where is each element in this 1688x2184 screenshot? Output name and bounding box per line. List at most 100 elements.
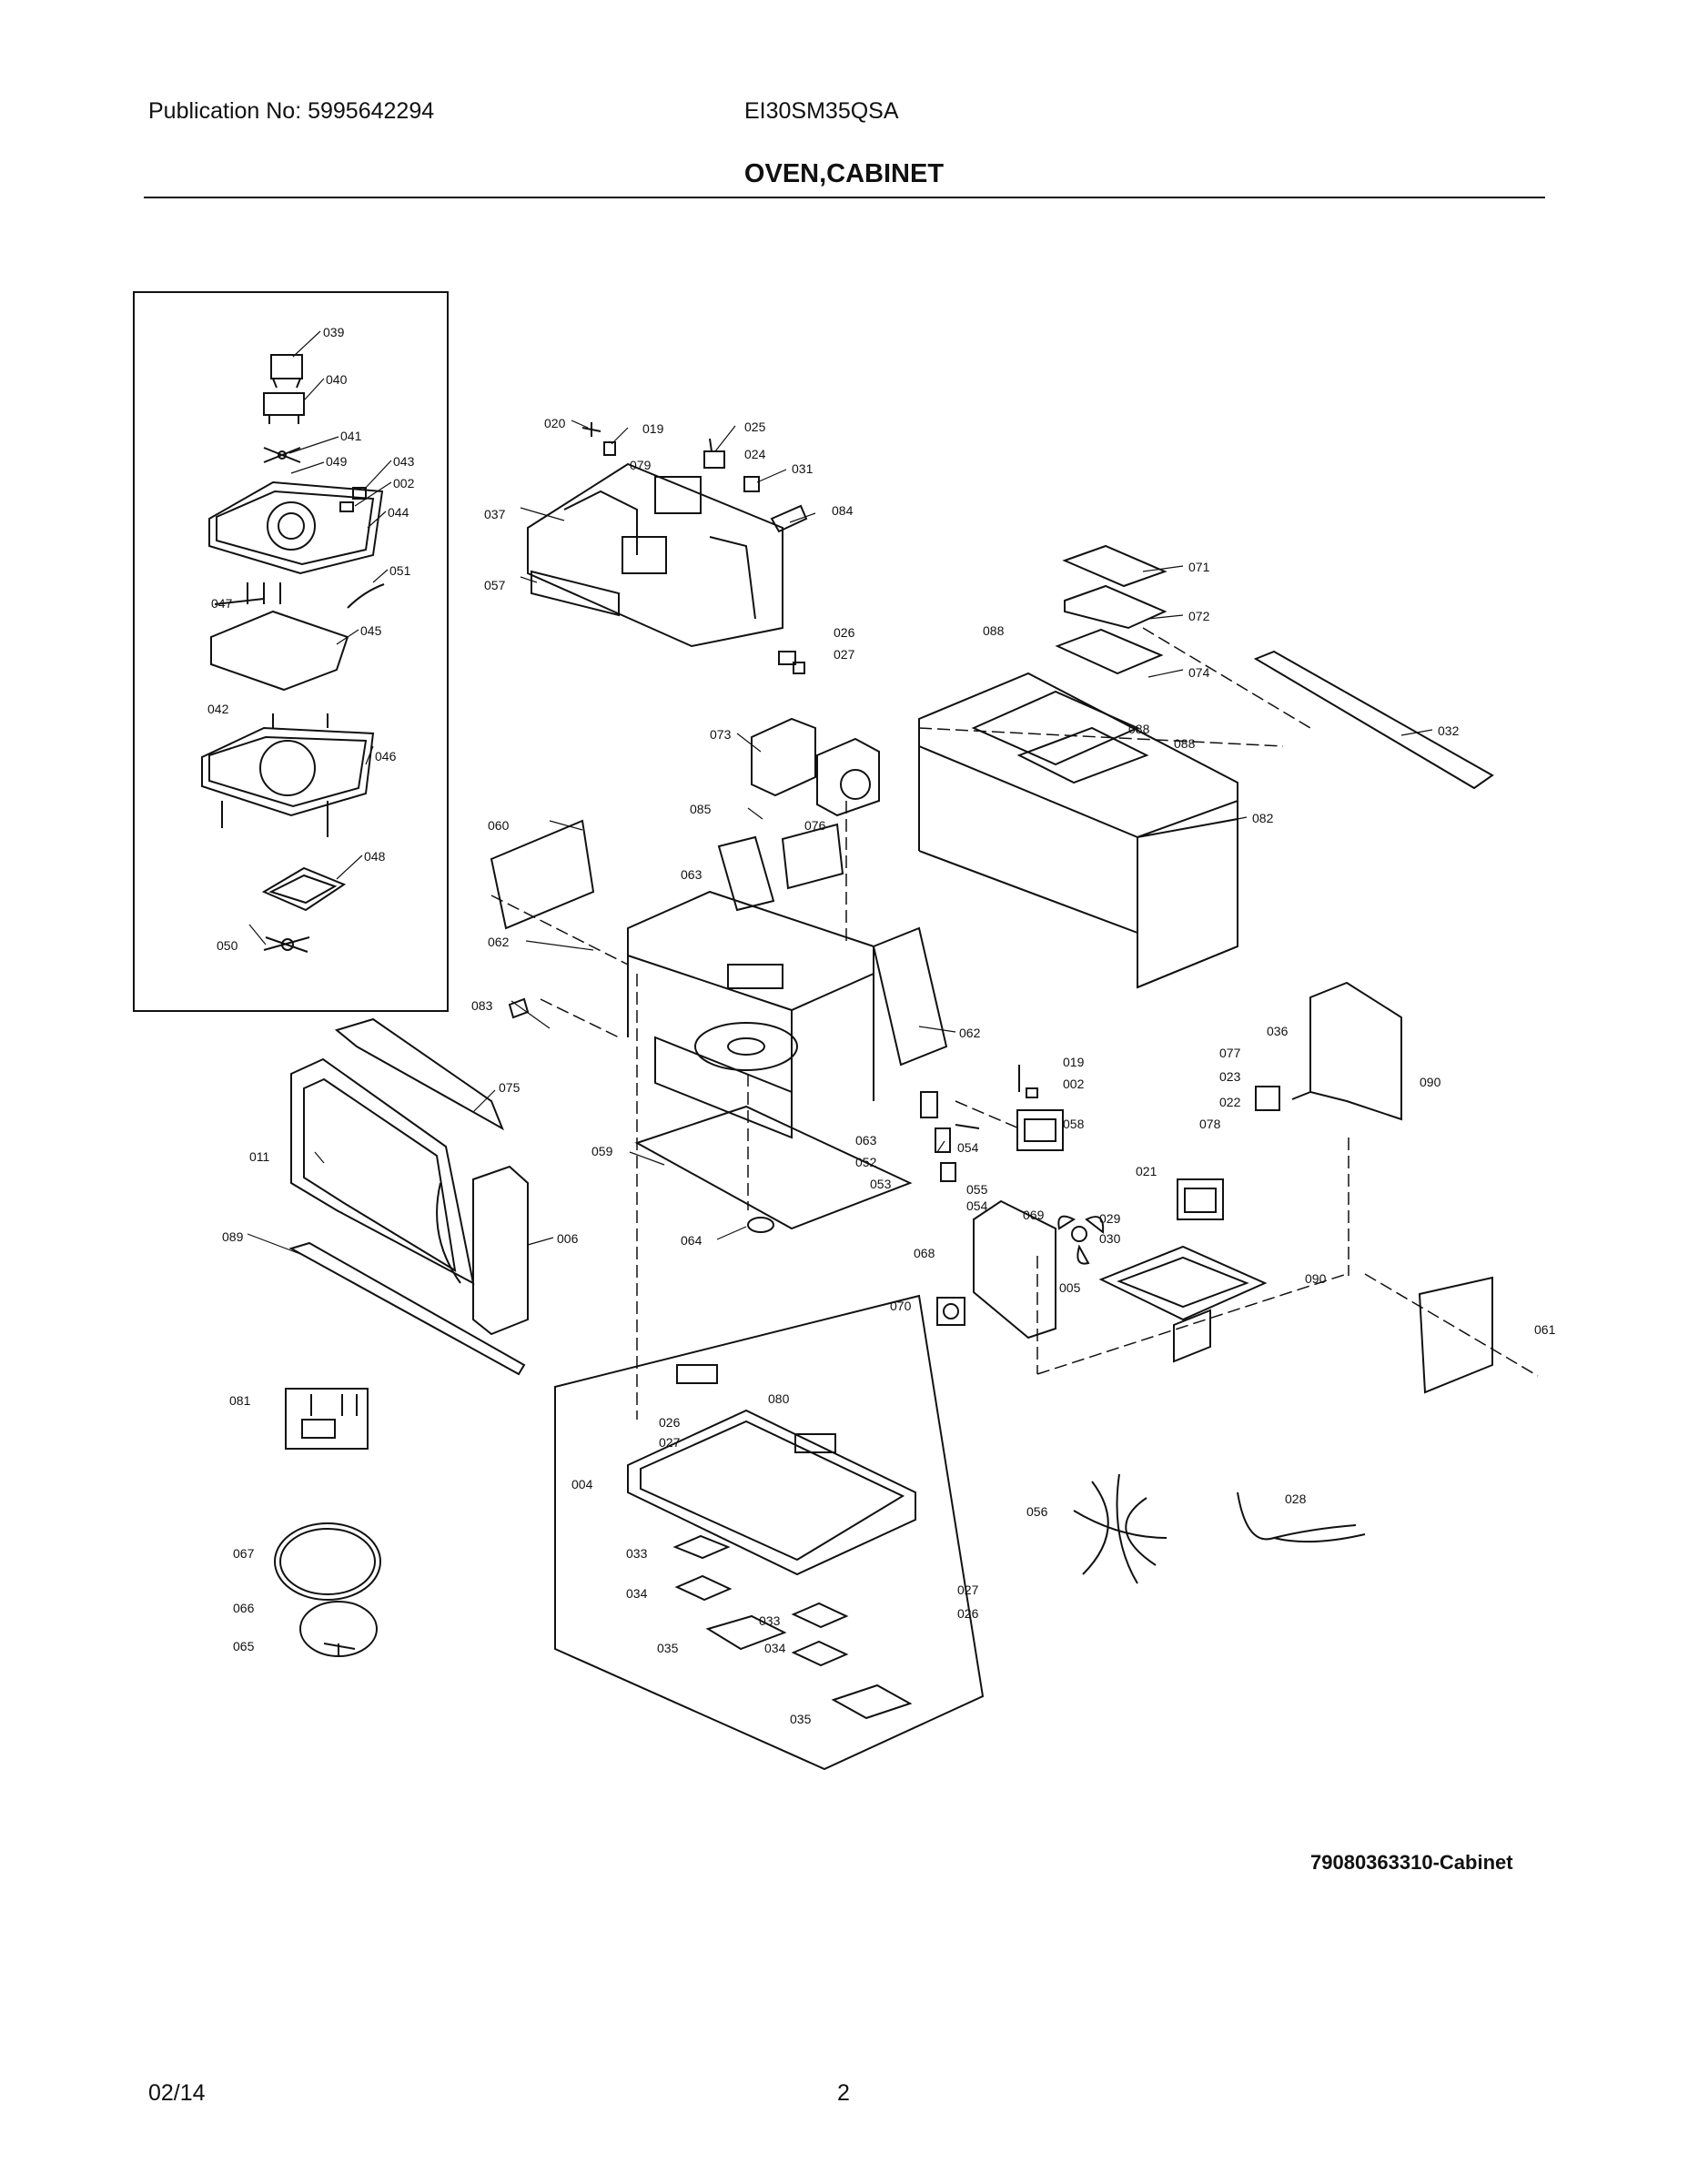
upper-waveguide-plate [208, 480, 384, 575]
part-label: 085 [690, 802, 712, 816]
part-label: 036 [1267, 1024, 1289, 1038]
part-label: 005 [1059, 1280, 1081, 1295]
top-vent-parts [1055, 544, 1167, 675]
cavity-right-panel [872, 926, 948, 1067]
magnetron-part [1016, 1065, 1064, 1151]
wire-lead-part [347, 583, 385, 609]
part-label: 062 [488, 935, 510, 949]
part-label: 035 [657, 1641, 679, 1655]
part-label: 066 [233, 1601, 255, 1615]
part-label: 040 [326, 372, 348, 387]
part-label: 069 [1023, 1208, 1045, 1222]
part-label: 020 [544, 416, 566, 430]
part-label: 064 [681, 1233, 702, 1248]
part-label: 065 [233, 1639, 255, 1653]
side-panel-wrapper [1137, 799, 1238, 989]
part-label: 072 [1188, 609, 1210, 623]
part-label: 088 [983, 623, 1005, 638]
part-label: 026 [957, 1606, 979, 1621]
publication-date: 02/14 [148, 2080, 206, 2106]
fan-motor-part [936, 1297, 965, 1326]
side-duct-part [1418, 1276, 1493, 1394]
part-label: 022 [1219, 1095, 1241, 1109]
part-label: 026 [834, 625, 855, 640]
base-plate-part [1098, 1245, 1268, 1363]
part-label: 073 [710, 727, 732, 742]
part-label: 033 [626, 1546, 648, 1561]
fan-shroud-part [973, 1199, 1056, 1340]
part-label: 082 [1252, 811, 1274, 825]
hardware-kit-part [285, 1388, 369, 1450]
part-label: 023 [1219, 1069, 1241, 1084]
part-label: 090 [1305, 1271, 1327, 1286]
label-leader-lines [247, 330, 1433, 1255]
part-label: 034 [626, 1586, 648, 1601]
bottom-plate-part [627, 1409, 916, 1576]
cavity-side-panel [490, 819, 595, 930]
part-label: 051 [389, 563, 411, 578]
wire-harness-028 [1237, 1491, 1366, 1543]
part-label: 057 [484, 578, 506, 592]
part-label: 034 [764, 1641, 786, 1655]
grease-filters-035 [705, 1614, 913, 1720]
part-label: 088 [1128, 722, 1150, 736]
part-label: 032 [1438, 723, 1460, 738]
part-label: 004 [571, 1477, 593, 1491]
top-small-parts [581, 422, 808, 674]
part-label: 063 [855, 1133, 877, 1148]
wire-harness-056 [1073, 1473, 1167, 1584]
part-label: 049 [326, 454, 348, 469]
stirrer-motor-part [263, 354, 305, 424]
part-label: 067 [233, 1546, 255, 1561]
control-panel-part [472, 1165, 529, 1336]
filter-covers-033-034 [672, 1534, 849, 1667]
part-label: 071 [1188, 560, 1210, 574]
part-label: 068 [914, 1246, 935, 1260]
small-cover-plate [508, 997, 530, 1019]
part-label: 061 [1534, 1322, 1556, 1337]
figure-reference: 79080363310-Cabinet [1310, 1851, 1513, 1874]
part-label: 063 [681, 867, 702, 882]
part-number-labels: 039 040 041 049 043 002 044 051 047 045 … [207, 325, 1556, 1726]
part-label: 025 [744, 420, 766, 434]
part-label: 076 [804, 818, 826, 833]
part-label: 026 [659, 1415, 681, 1430]
part-label: 052 [855, 1155, 877, 1169]
part-label: 060 [488, 818, 510, 833]
glass-tray-part [634, 1105, 913, 1230]
part-label: 029 [1099, 1211, 1121, 1226]
part-label: 047 [211, 596, 233, 611]
part-label: 027 [659, 1435, 681, 1450]
assembly-guide-lines [490, 627, 1539, 1420]
part-label: 042 [207, 702, 229, 716]
part-label: 075 [499, 1080, 521, 1095]
part-label: 031 [792, 461, 814, 476]
stirrer-assembly-inset-frame [133, 291, 449, 1012]
part-label: 027 [834, 647, 855, 662]
turntable-ring-067 [274, 1522, 381, 1601]
screw-set-047 [214, 582, 281, 605]
part-label: 050 [217, 938, 238, 953]
part-label: 046 [375, 749, 397, 763]
part-label: 044 [388, 505, 409, 520]
part-label: 083 [471, 998, 493, 1013]
insulation-sheet-part [210, 610, 349, 692]
interlock-switch-group [920, 1091, 980, 1182]
outer-cabinet-wrapper [918, 672, 1238, 988]
part-label: 024 [744, 447, 766, 461]
lower-waveguide-plate [201, 713, 375, 837]
oven-cavity-part [627, 823, 874, 1139]
header-rule [144, 197, 1545, 198]
part-label: 030 [1099, 1231, 1121, 1246]
part-label: 074 [1188, 665, 1210, 680]
part-label: 037 [484, 507, 506, 521]
part-label: 088 [1174, 736, 1196, 751]
bracket-clip-part [339, 487, 367, 512]
part-label: 019 [642, 421, 664, 436]
part-label: 041 [340, 429, 362, 443]
part-label: 081 [229, 1393, 251, 1408]
part-label: 054 [966, 1198, 988, 1213]
part-label: 019 [1063, 1055, 1085, 1069]
part-label: 058 [1063, 1117, 1085, 1131]
